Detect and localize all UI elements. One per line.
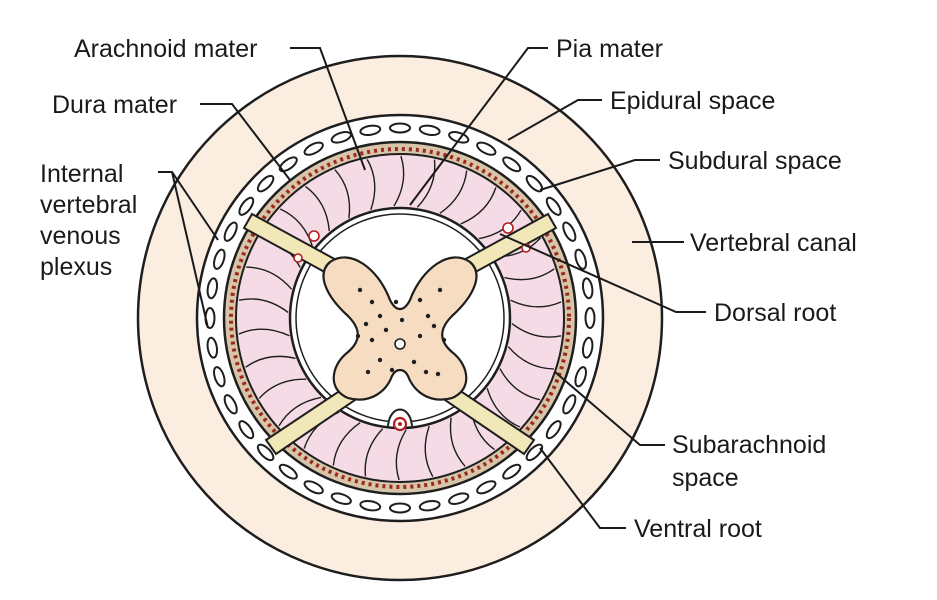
nerve-roots xyxy=(242,212,558,456)
label-arachnoid-mater: Arachnoid mater xyxy=(74,35,257,63)
label-epidural-space: Epidural space xyxy=(610,87,775,115)
vein-icon xyxy=(223,394,238,415)
vein-icon xyxy=(256,174,275,193)
label-subarachnoid-space-line-2: space xyxy=(672,464,739,492)
label-subarachnoid-space-line-1: Subarachnoid xyxy=(672,431,826,459)
label-internal-vertebral-venous-plexus-line-4: plexus xyxy=(40,253,112,281)
vein-icon xyxy=(562,221,577,242)
vein-icon xyxy=(545,420,562,440)
label-dura-mater: Dura mater xyxy=(52,91,177,119)
label-internal-vertebral-venous-plexus-line-3: venous xyxy=(40,222,121,250)
vein-icon xyxy=(238,196,255,216)
vein-icon xyxy=(448,492,470,505)
vein-icon xyxy=(389,502,411,514)
vein-icon xyxy=(581,277,594,300)
vein-icon xyxy=(574,366,587,388)
vein-icon xyxy=(330,492,352,505)
vein-icon xyxy=(502,463,522,480)
vein-icon xyxy=(476,141,497,156)
label-dorsal-root: Dorsal root xyxy=(714,299,836,327)
vein-icon xyxy=(525,443,544,462)
label-ventral-root: Ventral root xyxy=(634,515,762,543)
vein-icon xyxy=(206,336,219,359)
vein-icon xyxy=(418,124,441,137)
vein-icon xyxy=(581,336,594,359)
vein-icon xyxy=(545,196,562,216)
vein-icon xyxy=(389,122,411,134)
dura-mater-inner-edge xyxy=(229,147,571,489)
vein-icon xyxy=(303,480,324,495)
vein-icon xyxy=(418,499,441,512)
vein-icon xyxy=(278,156,298,173)
grey-matter-nuclei xyxy=(355,287,447,377)
label-vertebral-canal: Vertebral canal xyxy=(690,229,857,257)
venous-plexus xyxy=(204,122,596,514)
leader-lines xyxy=(158,47,706,529)
label-internal-vertebral-venous-plexus-line-1: Internal xyxy=(40,160,123,188)
vein-icon xyxy=(476,480,497,495)
vein-icon xyxy=(213,248,226,270)
vein-icon xyxy=(502,156,522,173)
label-internal-vertebral-venous-plexus-line-2: vertebral xyxy=(40,191,137,219)
vein-icon xyxy=(238,420,255,440)
arachnoid-trabeculae xyxy=(238,155,562,481)
central-canal-icon xyxy=(394,338,406,350)
vein-icon xyxy=(525,174,544,193)
vein-icon xyxy=(206,277,219,300)
vein-icon xyxy=(256,443,275,462)
vein-icon xyxy=(584,307,596,329)
radicular-vessels xyxy=(293,222,531,263)
vein-icon xyxy=(278,463,298,480)
spinal-artery-lumen xyxy=(398,422,402,426)
vein-icon xyxy=(223,221,238,242)
grey-matter xyxy=(322,256,478,401)
vein-icon xyxy=(213,366,226,388)
vein-icon xyxy=(303,141,324,156)
vein-icon xyxy=(562,394,577,415)
label-pia-mater: Pia mater xyxy=(556,35,663,63)
vein-icon xyxy=(359,124,382,137)
vein-icon xyxy=(359,499,382,512)
vein-icon xyxy=(574,248,587,270)
label-subdural-space: Subdural space xyxy=(668,147,842,175)
